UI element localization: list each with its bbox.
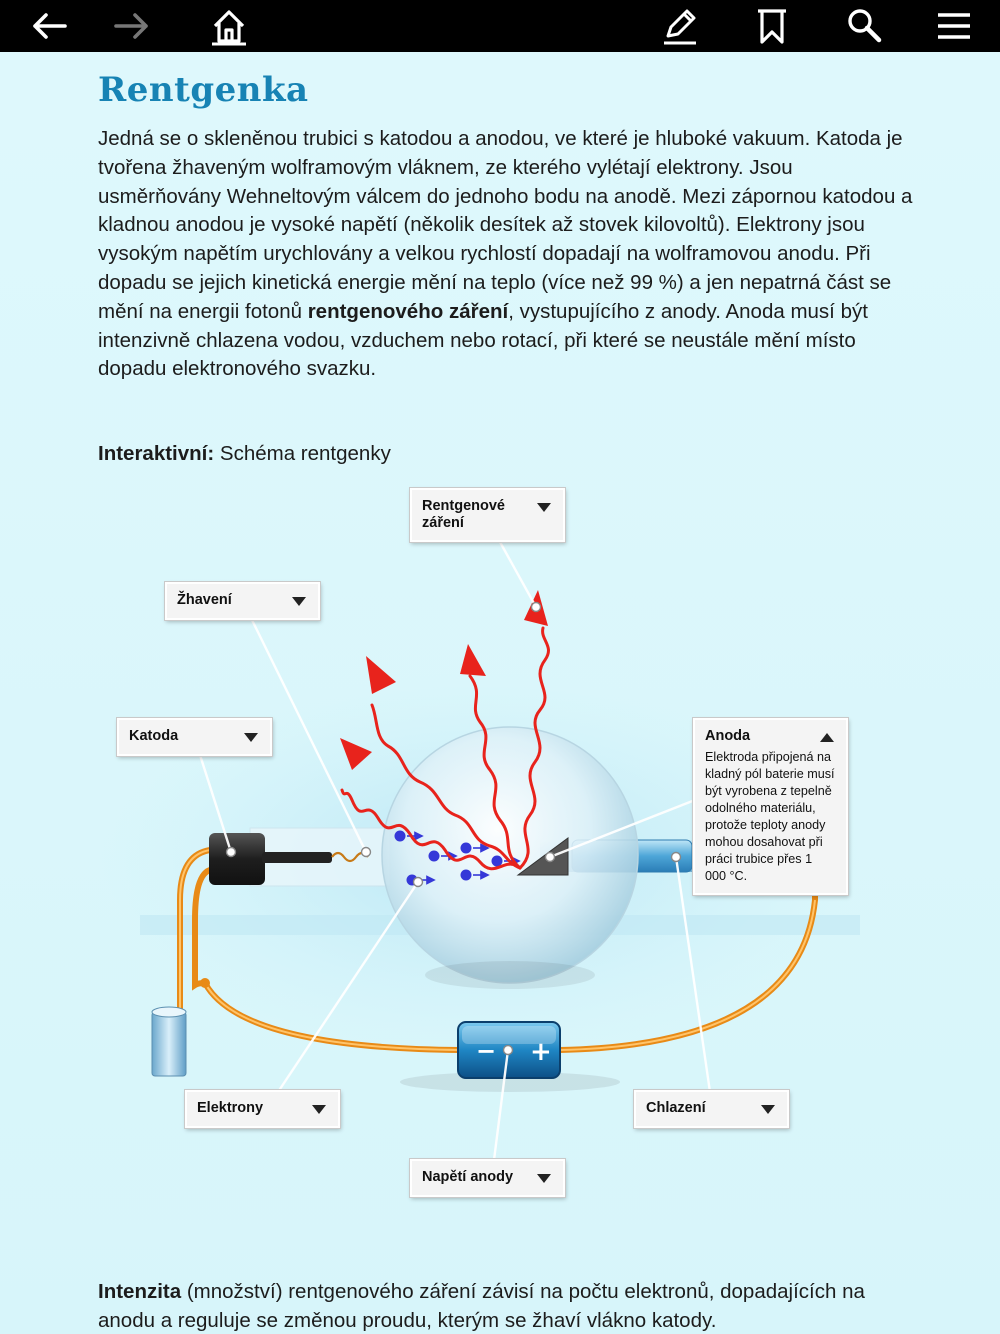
callout-zhaveni[interactable]: Žhavení: [164, 581, 321, 621]
callout-anoda[interactable]: Anoda Elektroda připojená na kladný pól …: [692, 717, 849, 896]
chevron-down-icon: [761, 1105, 775, 1114]
chevron-down-icon: [537, 1174, 551, 1183]
callout-katoda[interactable]: Katoda: [116, 717, 273, 757]
diagram-artwork: − +: [100, 541, 860, 1161]
callout-napeti-anody[interactable]: Napětí anody: [409, 1158, 566, 1198]
intro-paragraph: Jedná se o skleněnou trubici s katodou a…: [98, 127, 913, 381]
toolbar: [0, 0, 1000, 52]
bookmark-icon[interactable]: [748, 4, 796, 48]
callout-chlazeni[interactable]: Chlazení: [633, 1089, 790, 1129]
page-title: Rentgenka: [98, 70, 309, 110]
battery-plus: +: [530, 1037, 552, 1067]
intensity-paragraph: Intenzita (množství) rentgenového záření…: [98, 1280, 865, 1332]
back-icon[interactable]: [25, 4, 73, 48]
chevron-down-icon: [312, 1105, 326, 1114]
pencil-icon[interactable]: [656, 4, 704, 48]
home-icon[interactable]: [205, 4, 253, 48]
keyword-xray: rentgenového záření: [307, 299, 509, 323]
callout-elektrony[interactable]: Elektrony: [184, 1089, 341, 1129]
forward-icon[interactable]: [108, 4, 156, 48]
chevron-down-icon: [292, 597, 306, 606]
search-icon[interactable]: [840, 4, 888, 48]
chevron-down-icon: [244, 733, 258, 742]
xray-tube-diagram: − +: [100, 480, 860, 1200]
chevron-down-icon: [537, 503, 551, 512]
callout-rentgenove-zareni[interactable]: Rentgenové záření: [409, 487, 566, 543]
interactive-heading: Interaktivní: Schéma rentgenky: [98, 442, 391, 465]
menu-icon[interactable]: [930, 4, 978, 48]
chevron-up-icon: [820, 733, 834, 742]
battery-minus: −: [476, 1037, 496, 1065]
anoda-description: Elektroda připojená na kladný pól bateri…: [705, 750, 835, 883]
